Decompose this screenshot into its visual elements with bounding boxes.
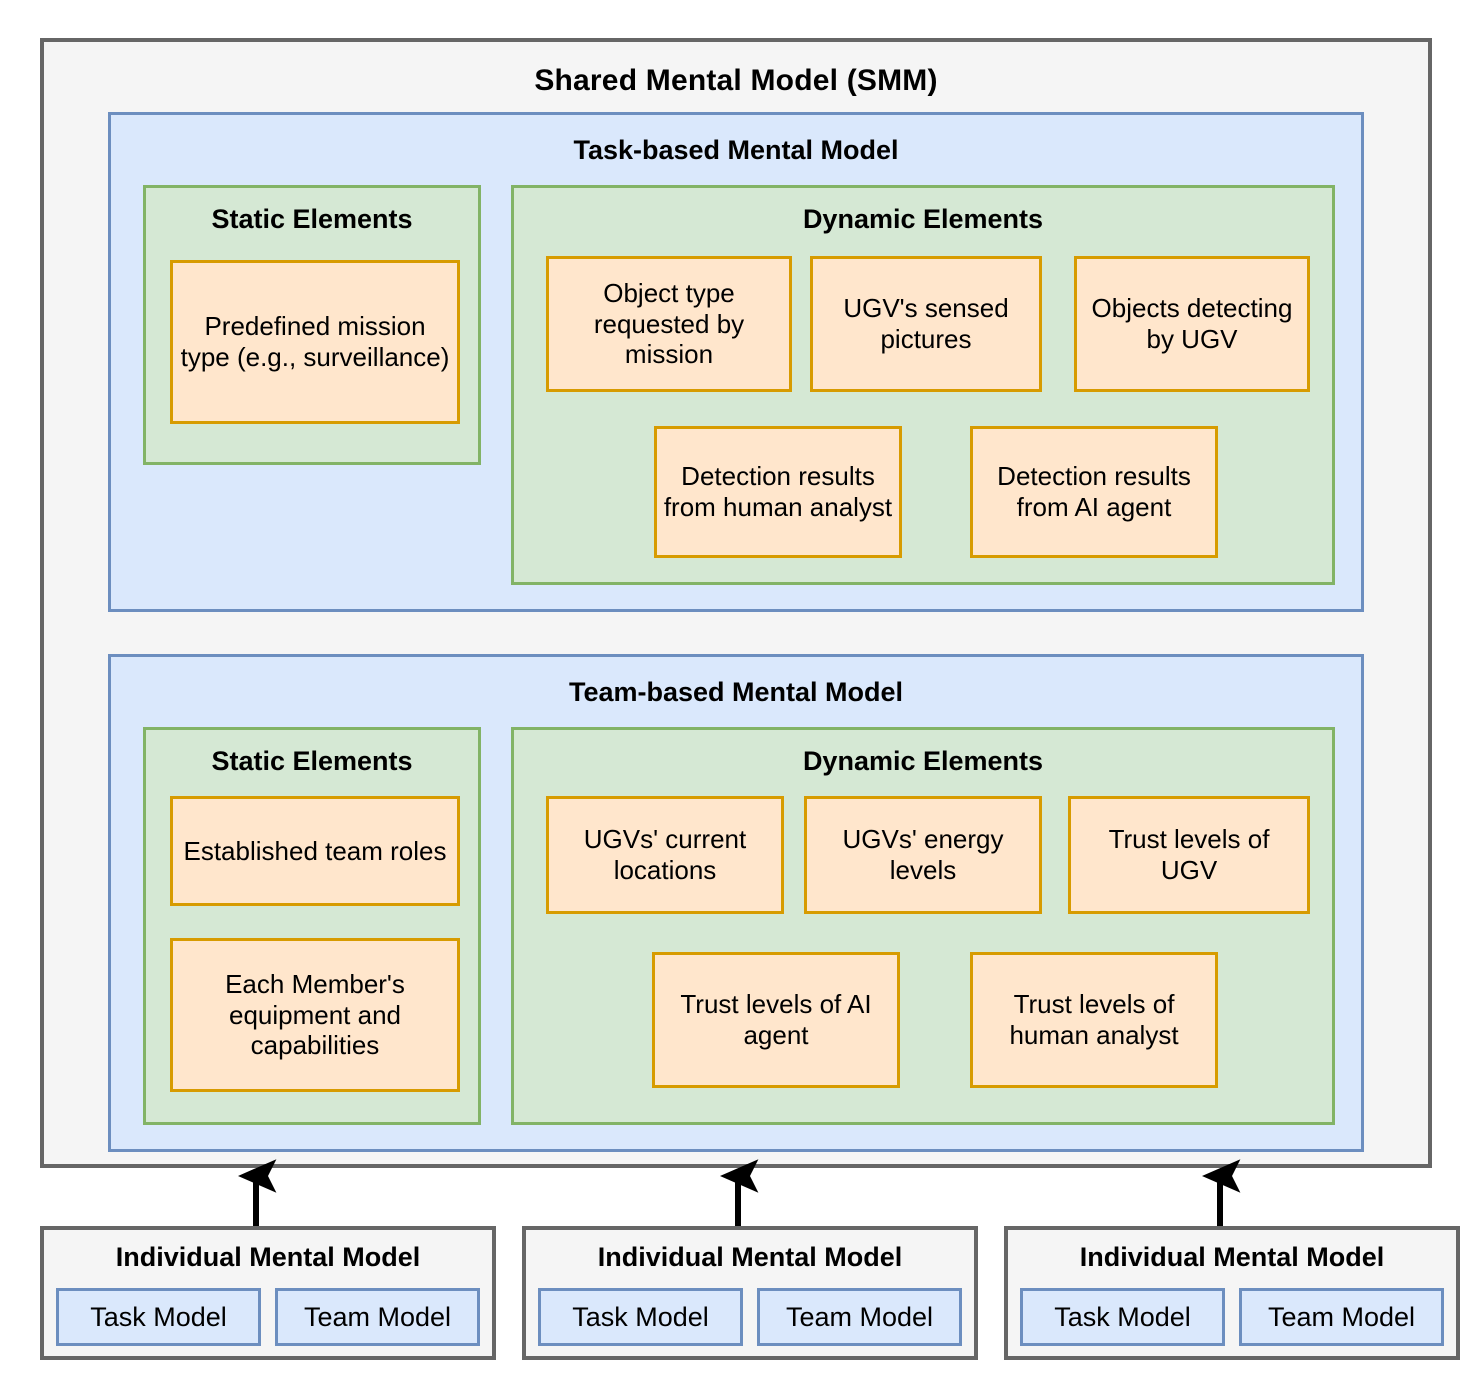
individual-model-3-team-model-chip[interactable]: Team Model xyxy=(1239,1288,1444,1346)
task-based-mental-model-title: Task-based Mental Model xyxy=(573,135,899,165)
task-dynamic-item-ugv-sensed-pictures: UGV's sensed pictures xyxy=(810,256,1042,392)
shared-mental-model-container: Shared Mental Model (SMM) Task-based Men… xyxy=(40,38,1432,1168)
individual-mental-model-3-title: Individual Mental Model xyxy=(1079,1242,1385,1272)
individual-mental-model-1: Individual Mental Model Task Model Team … xyxy=(40,1226,496,1360)
task-dynamic-item-objects-detecting-by-ugv: Objects detecting by UGV xyxy=(1074,256,1310,392)
team-static-elements-title: Static Elements xyxy=(211,746,413,776)
team-dynamic-item-trust-levels-ai-agent: Trust levels of AI agent xyxy=(652,952,900,1088)
individual-mental-model-2: Individual Mental Model Task Model Team … xyxy=(522,1226,978,1360)
individual-mental-model-1-title: Individual Mental Model xyxy=(115,1242,421,1272)
team-dynamic-elements-title: Dynamic Elements xyxy=(802,746,1044,776)
individual-mental-model-2-title: Individual Mental Model xyxy=(597,1242,903,1272)
team-static-item-established-team-roles: Established team roles xyxy=(170,796,460,906)
individual-model-2-team-model-chip[interactable]: Team Model xyxy=(757,1288,962,1346)
team-dynamic-item-trust-levels-human-analyst: Trust levels of human analyst xyxy=(970,952,1218,1088)
task-based-mental-model: Task-based Mental Model Static Elements … xyxy=(108,112,1364,612)
task-static-elements-group: Static Elements Predefined mission type … xyxy=(143,185,481,465)
team-dynamic-item-ugvs-current-locations: UGVs' current locations xyxy=(546,796,784,914)
team-dynamic-item-trust-levels-ugv: Trust levels of UGV xyxy=(1068,796,1310,914)
individual-mental-model-3-chips: Task Model Team Model xyxy=(1020,1288,1444,1346)
individual-model-1-team-model-chip[interactable]: Team Model xyxy=(275,1288,480,1346)
team-dynamic-item-ugvs-energy-levels: UGVs' energy levels xyxy=(804,796,1042,914)
team-based-mental-model-title: Team-based Mental Model xyxy=(568,677,904,707)
page-title: Shared Mental Model (SMM) xyxy=(534,64,938,97)
team-static-elements-group: Static Elements Established team roles E… xyxy=(143,727,481,1125)
individual-mental-model-3: Individual Mental Model Task Model Team … xyxy=(1004,1226,1460,1360)
individual-mental-model-1-chips: Task Model Team Model xyxy=(56,1288,480,1346)
team-dynamic-elements-group: Dynamic Elements UGVs' current locations… xyxy=(511,727,1335,1125)
task-static-item-predefined-mission-type: Predefined mission type (e.g., surveilla… xyxy=(170,260,460,424)
task-dynamic-elements-group: Dynamic Elements Object type requested b… xyxy=(511,185,1335,585)
individual-mental-model-2-chips: Task Model Team Model xyxy=(538,1288,962,1346)
task-static-elements-title: Static Elements xyxy=(211,204,413,234)
individual-model-3-task-model-chip[interactable]: Task Model xyxy=(1020,1288,1225,1346)
task-dynamic-item-detection-results-human-analyst: Detection results from human analyst xyxy=(654,426,902,558)
individual-model-1-task-model-chip[interactable]: Task Model xyxy=(56,1288,261,1346)
task-dynamic-elements-title: Dynamic Elements xyxy=(802,204,1044,234)
team-static-item-member-equipment-capabilities: Each Member's equipment and capabilities xyxy=(170,938,460,1092)
individual-model-2-task-model-chip[interactable]: Task Model xyxy=(538,1288,743,1346)
task-dynamic-item-object-type-requested: Object type requested by mission xyxy=(546,256,792,392)
team-based-mental-model: Team-based Mental Model Static Elements … xyxy=(108,654,1364,1152)
task-dynamic-item-detection-results-ai-agent: Detection results from AI agent xyxy=(970,426,1218,558)
